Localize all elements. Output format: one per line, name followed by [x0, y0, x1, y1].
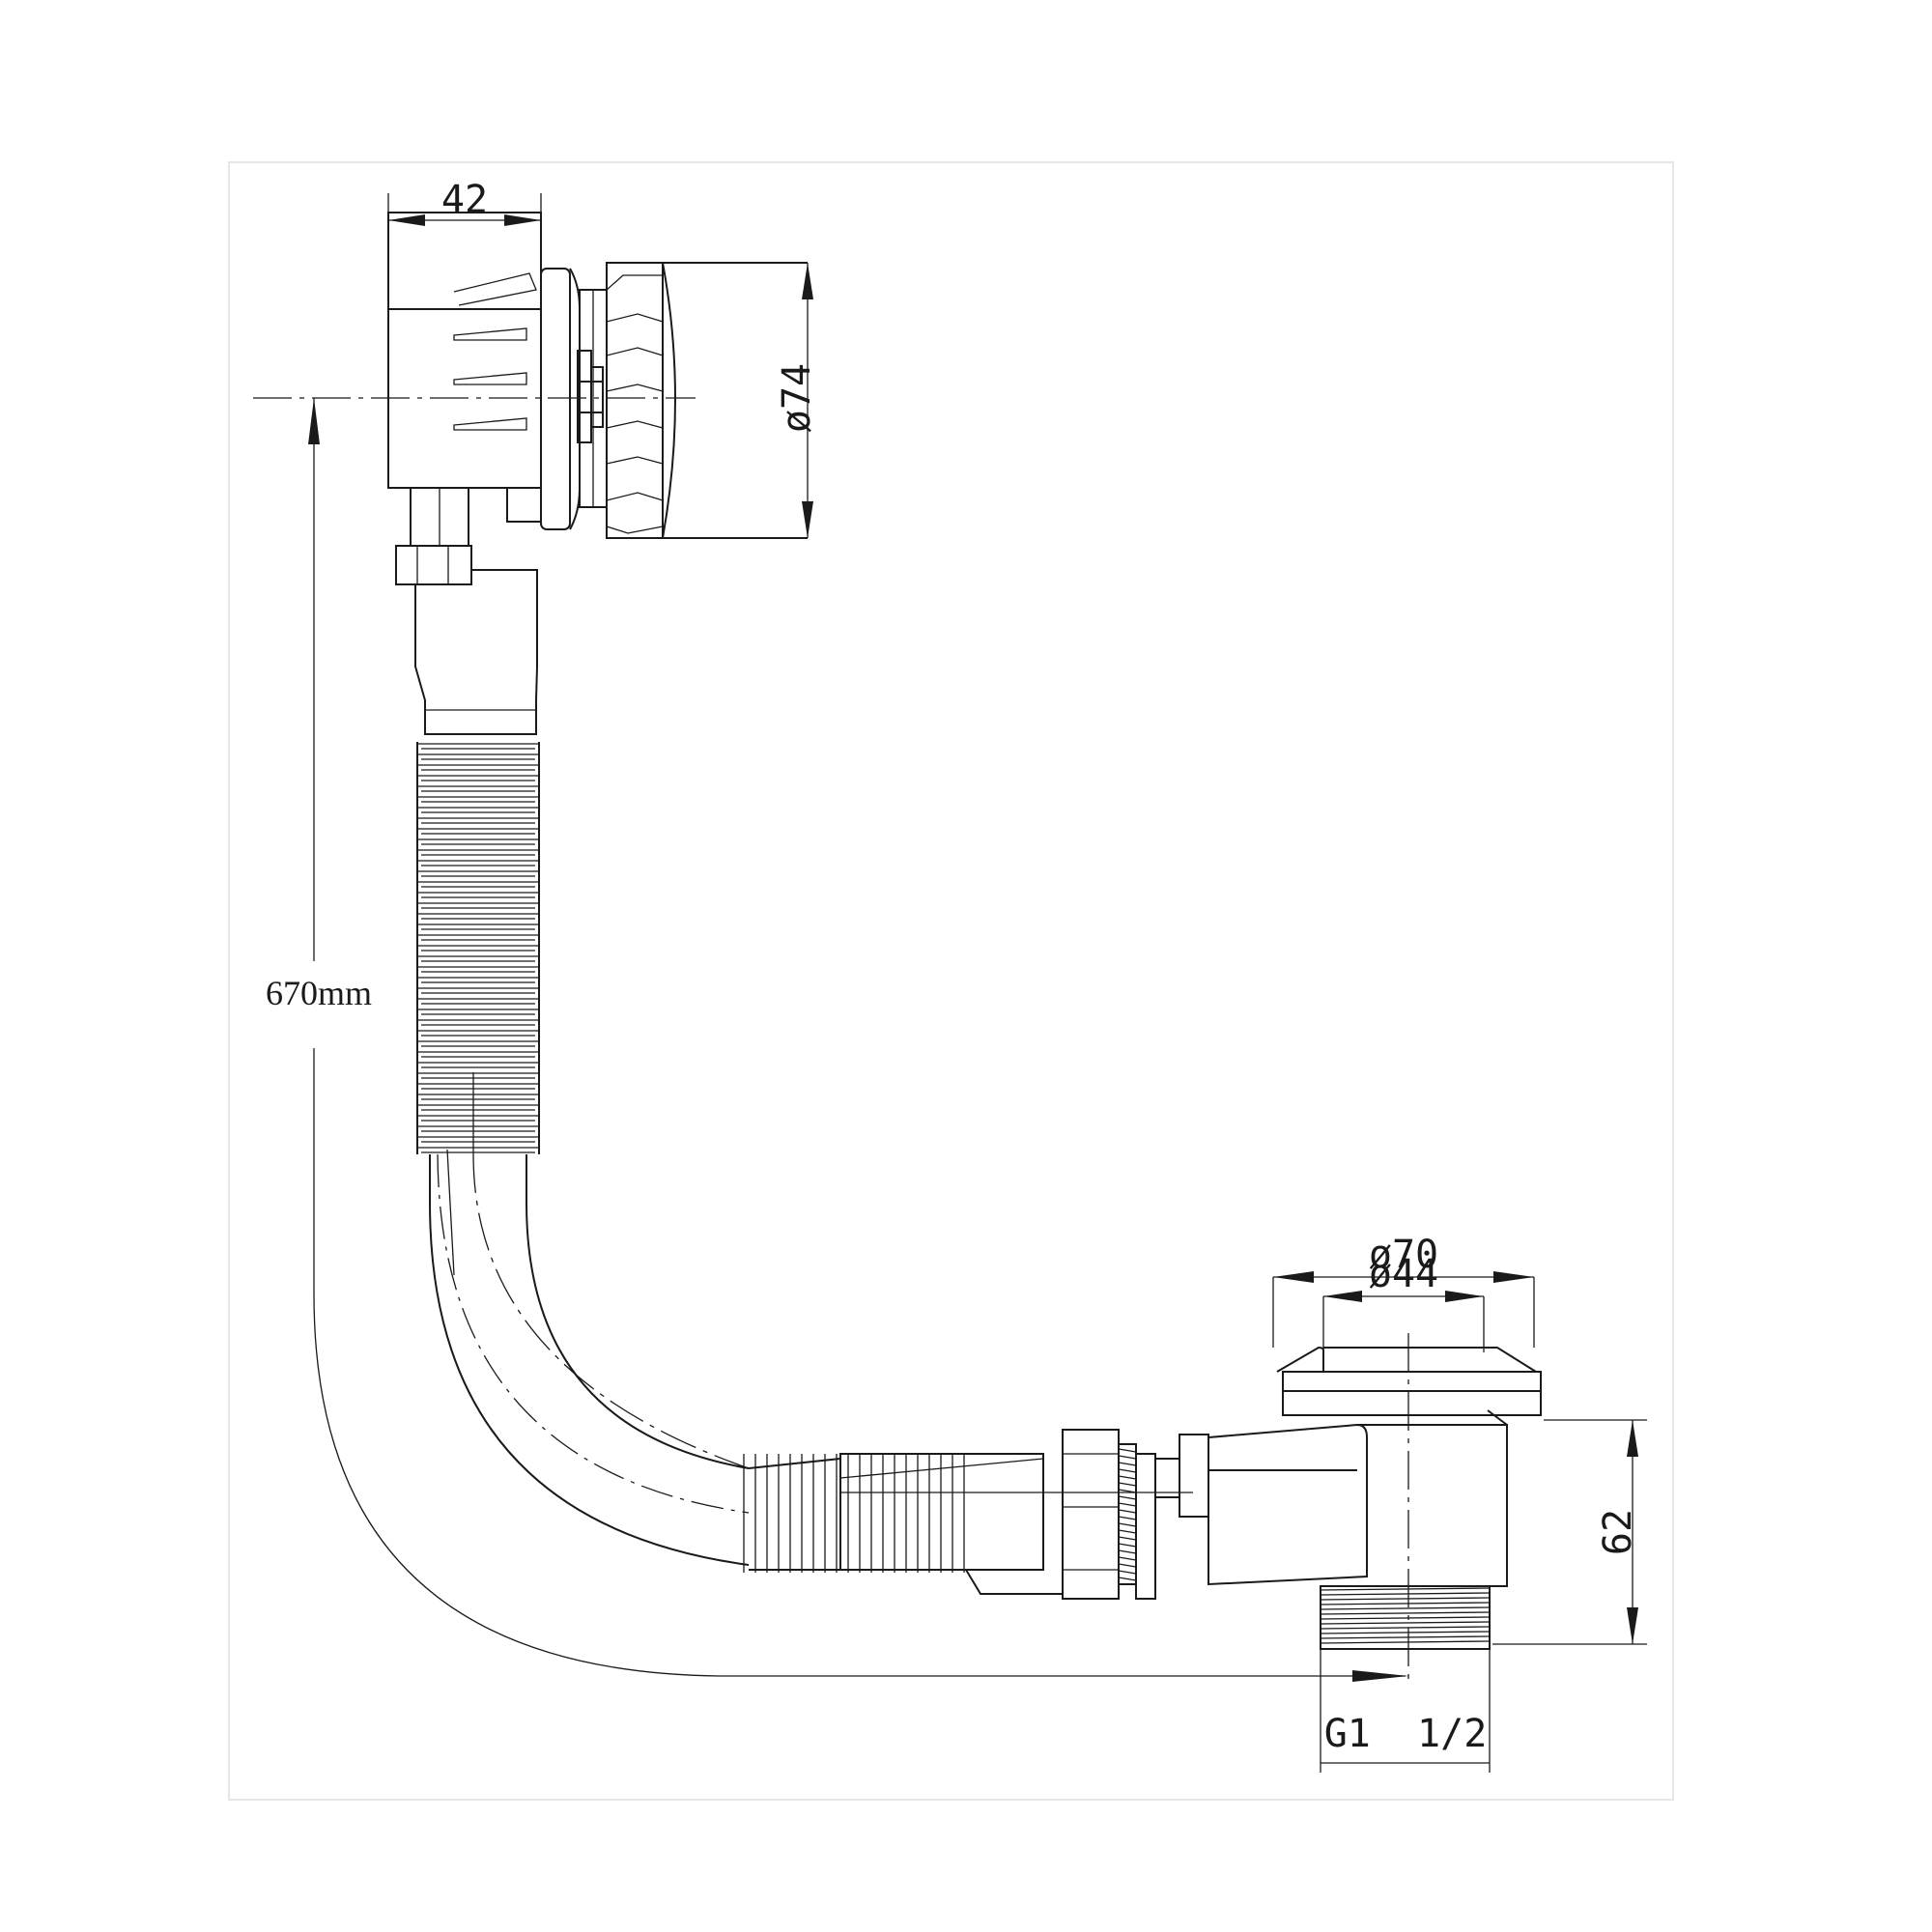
- dim-74: ø74: [775, 363, 819, 433]
- hatch-line: [1118, 1543, 1137, 1548]
- hatch-line: [1118, 1536, 1137, 1541]
- hatch-line: [1320, 1626, 1491, 1630]
- overflow-assembly: [253, 212, 808, 547]
- dimension-overflow-diameter: ø74: [775, 263, 819, 538]
- hatch-line: [1320, 1616, 1491, 1620]
- hatch-line: [1118, 1529, 1137, 1534]
- hatch-line: [1320, 1597, 1491, 1601]
- hatch-line: [1320, 1631, 1491, 1634]
- frame: [228, 161, 1674, 1801]
- hatch-line: [1320, 1602, 1491, 1605]
- waste-assembly: [1062, 1333, 1542, 1686]
- dimension-plug-diameter: ø70: [1272, 1233, 1535, 1348]
- hatch-line: [1320, 1621, 1491, 1625]
- dim-670mm: 670mm: [266, 974, 372, 1012]
- hatch-line: [1118, 1522, 1137, 1527]
- flexible-hose: [395, 545, 1193, 1595]
- hatch-line: [1320, 1640, 1491, 1644]
- dimension-inner-diameter: ø44: [1322, 1252, 1485, 1352]
- hatch-line: [1118, 1448, 1137, 1453]
- dimension-waste-height: 62: [1492, 1419, 1647, 1645]
- dim-44: ø44: [1369, 1252, 1438, 1296]
- hatch-line: [1118, 1455, 1137, 1460]
- dimension-overflow-width: 42: [387, 178, 542, 226]
- hatch-line: [1320, 1606, 1491, 1610]
- hatch-line: [1118, 1502, 1137, 1507]
- hatch-line: [1118, 1475, 1137, 1480]
- hatch-line: [1118, 1462, 1137, 1466]
- dim-42: 42: [441, 178, 488, 222]
- hatch-line: [1320, 1611, 1491, 1615]
- hatch-line: [1118, 1570, 1137, 1575]
- hatch-line: [1118, 1556, 1137, 1561]
- hatch-line: [1118, 1482, 1137, 1487]
- hatch-line: [1118, 1577, 1137, 1581]
- dim-thread: G1 1/2: [1324, 1712, 1488, 1756]
- hatch-line: [1118, 1489, 1137, 1493]
- hatch-line: [1118, 1516, 1137, 1520]
- dim-70: ø70: [1369, 1233, 1438, 1277]
- dimension-thread-size: G1 1/2: [1320, 1649, 1491, 1773]
- dimension-total-length: 670mm: [266, 398, 1408, 1682]
- dim-62: 62: [1596, 1509, 1640, 1555]
- hatch-line: [1118, 1468, 1137, 1473]
- hatch-line: [1118, 1509, 1137, 1514]
- hatch-line: [1118, 1495, 1137, 1500]
- hatch-line: [1320, 1587, 1491, 1591]
- hatch-line: [1320, 1592, 1491, 1596]
- hatch-line: [1118, 1563, 1137, 1568]
- hatch-line: [1320, 1635, 1491, 1639]
- hatch-line: [1118, 1549, 1137, 1554]
